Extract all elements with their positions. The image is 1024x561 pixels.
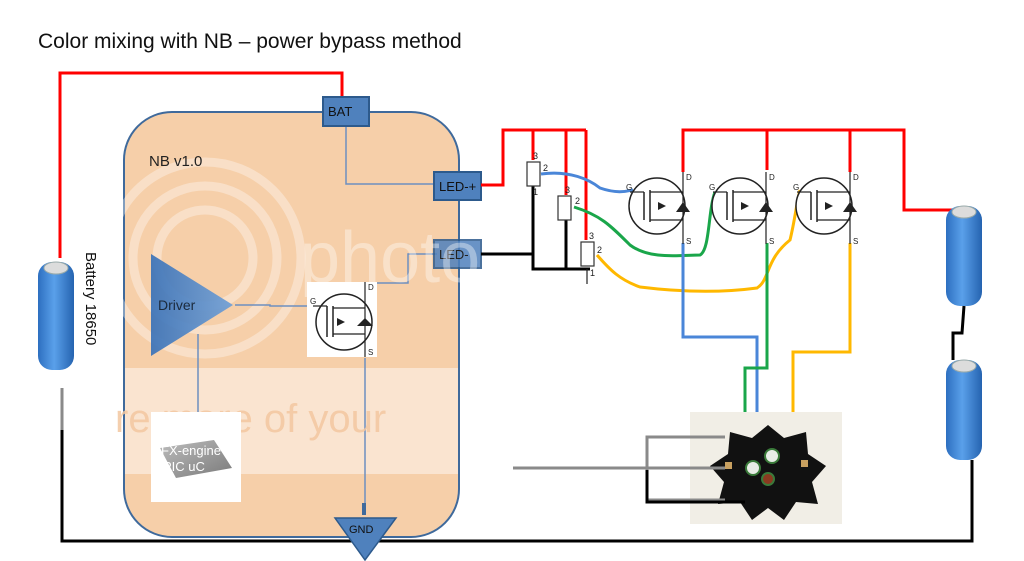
led-plus-pad: LED-+ (433, 171, 482, 201)
svg-text:2: 2 (597, 245, 602, 255)
svg-text:S: S (769, 237, 774, 246)
svg-text:S: S (686, 237, 691, 246)
ground-wire-main (60, 388, 974, 543)
svg-text:1: 1 (590, 268, 595, 278)
mosfet-green: G D S (709, 172, 775, 246)
svg-text:2: 2 (575, 196, 580, 206)
driver-amplifier: Driver (151, 254, 233, 356)
battery-right-bottom (946, 359, 982, 460)
positive-rail-pots (481, 128, 586, 187)
wire-yellow-source (791, 243, 852, 430)
svg-text:D: D (769, 173, 775, 182)
potentiometer-yellow: 3 2 1 (580, 231, 602, 278)
wire-green-source (743, 243, 769, 445)
series-link-wire (951, 305, 966, 360)
svg-text:GND: GND (349, 524, 374, 536)
negative-wire-pots (481, 186, 590, 271)
svg-text:FX-engine: FX-engine (161, 443, 221, 458)
diagram-title: Color mixing with NB – power bypass meth… (38, 30, 462, 53)
wire-grey-star (513, 435, 725, 502)
svg-text:G: G (626, 183, 632, 192)
svg-text:Driver: Driver (158, 297, 196, 313)
svg-text:3: 3 (565, 185, 570, 195)
bat-to-ledplus-trace (345, 126, 434, 185)
svg-text:S: S (853, 237, 858, 246)
bat-pad: BAT (322, 96, 370, 127)
svg-text:G: G (793, 183, 799, 192)
svg-text:BAT: BAT (328, 104, 352, 119)
svg-text:3: 3 (533, 151, 538, 161)
driver-to-gate-trace (235, 304, 312, 307)
svg-text:D: D (686, 173, 692, 182)
mosfet-yellow: G D S (793, 172, 859, 246)
positive-wire-bat (58, 71, 344, 258)
wire-blue-source (681, 243, 759, 415)
battery-right-top (946, 205, 982, 306)
svg-text:LED-: LED- (439, 247, 469, 262)
svg-text:2: 2 (543, 163, 548, 173)
svg-text:LED-+: LED-+ (439, 179, 476, 194)
potentiometer-green: 3 2 (557, 185, 580, 221)
mcu-chip: FX-engine PIC uC (151, 412, 241, 502)
svg-text:G: G (310, 297, 316, 306)
svg-text:S: S (368, 348, 373, 357)
wire-green-gate (573, 191, 717, 258)
svg-text:PIC uC: PIC uC (163, 459, 205, 474)
wire-black-star (645, 470, 745, 504)
svg-text:1: 1 (533, 187, 538, 197)
positive-rail-mosfets (681, 128, 965, 212)
board-label: NB v1.0 (149, 153, 202, 170)
gnd-terminal: GND (333, 517, 398, 561)
battery-left: Battery 18650 (38, 252, 99, 370)
svg-text:G: G (709, 183, 715, 192)
led-minus-pad: LED- (433, 239, 482, 269)
wire-yellow-gate (595, 189, 802, 293)
svg-text:D: D (853, 173, 859, 182)
battery-left-label: Battery 18650 (82, 252, 99, 345)
svg-text:D: D (368, 283, 374, 292)
mosfet-blue: G D S (626, 172, 692, 246)
wire-blue-gate (540, 171, 634, 194)
svg-text:3: 3 (589, 231, 594, 241)
board-mosfet: G D S (307, 282, 377, 357)
potentiometer-blue: 3 2 1 (526, 151, 548, 197)
